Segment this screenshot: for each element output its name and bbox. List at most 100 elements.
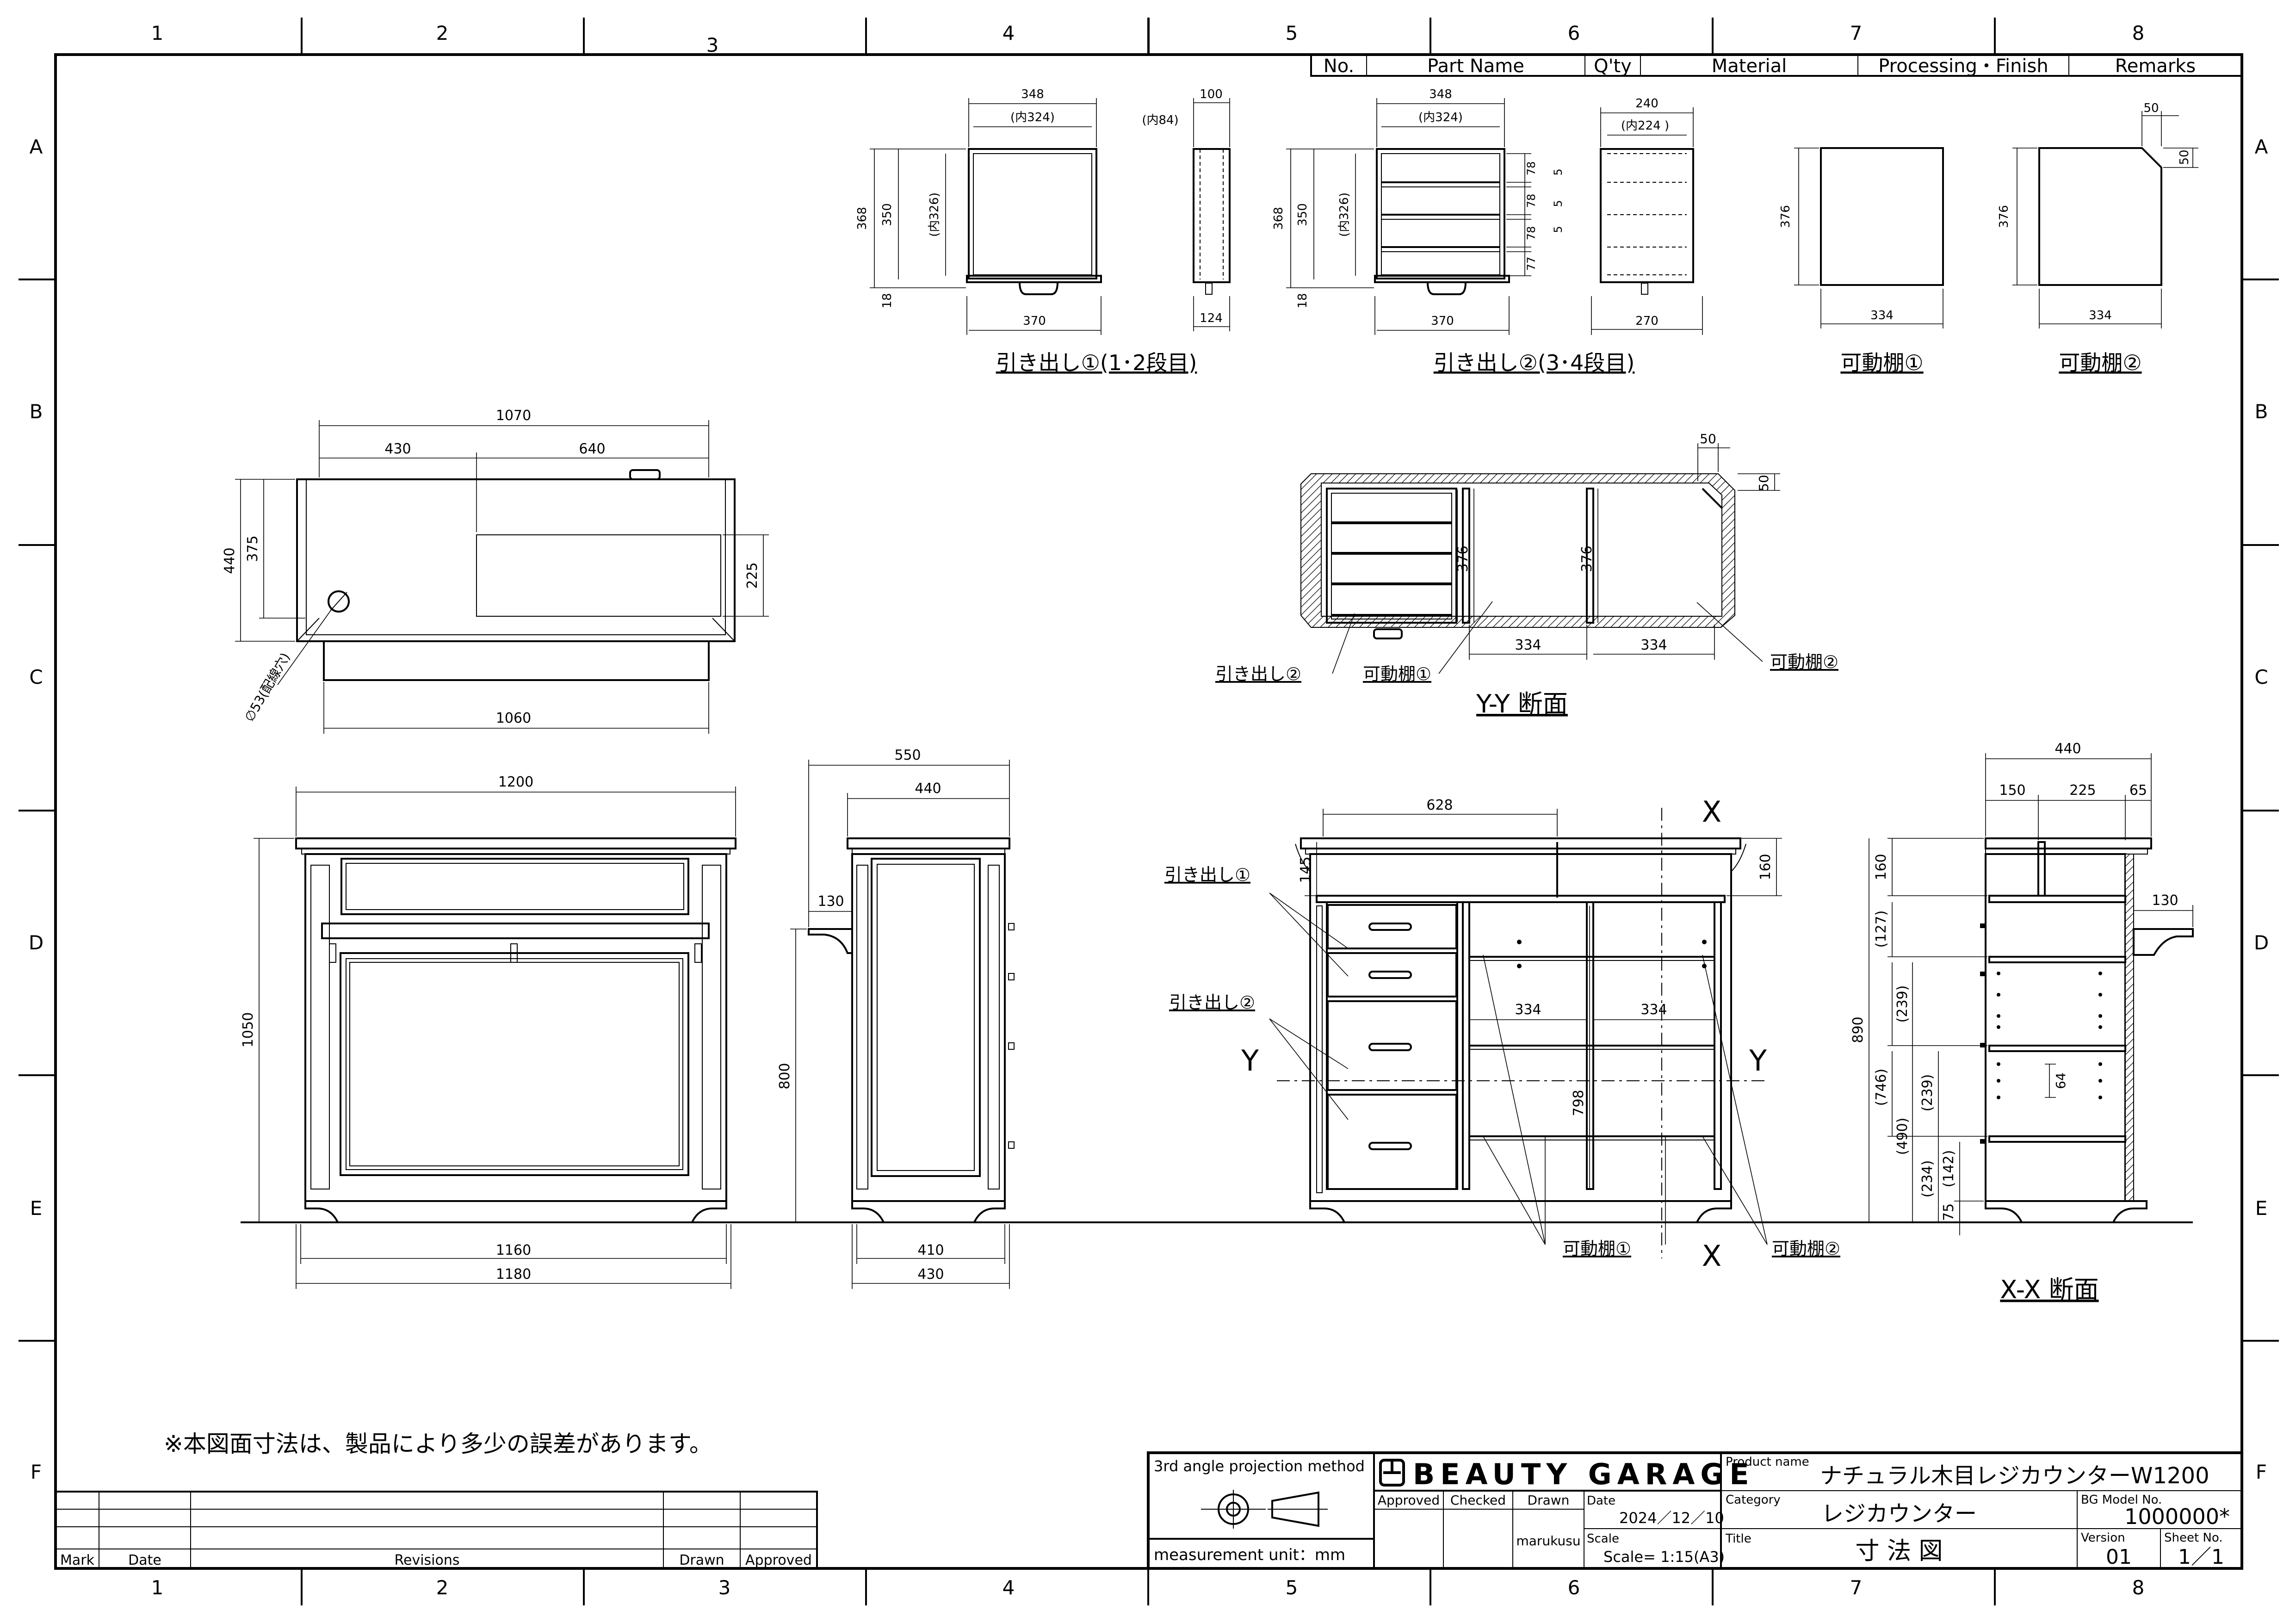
callout-shelf1: 可動棚① [1363,664,1431,684]
checked-label: Checked [1450,1493,1506,1508]
dim-label: 5 [1552,200,1565,207]
col-label: 6 [1568,22,1580,44]
dim-label: 5 [1552,168,1565,175]
row-label: C [2254,666,2268,688]
column-labels-top: 1 2 3 4 5 6 7 8 [151,22,2145,56]
shelf2-title: 可動棚② [2059,350,2141,375]
dim-label: 640 [579,441,605,457]
category-label: Category [1726,1493,1781,1507]
dim-label: (内326) [928,192,941,237]
row-labels: A B C D E F A B C D E F [29,136,2269,1483]
grid-ticks [19,18,2279,1605]
dim-label: 410 [917,1242,944,1258]
col-label: 4 [1003,22,1015,44]
col-label: 3 [718,1576,731,1599]
drawer2-title: 引き出し②(3･4段目) [1434,350,1635,375]
col-label: 5 [1286,1576,1298,1599]
dim-label: 50 [2143,101,2159,115]
sheet-frame [54,18,2243,1570]
rev-header-approved: Approved [745,1552,812,1568]
parts-table: No. Part Name Q'ty Material Processing・F… [1310,54,2243,77]
dim-label: 370 [1023,314,1046,328]
front-view: 1200 1050 1160 1180 [240,774,736,1289]
dim-label: 1070 [496,408,531,424]
projection-crosshair-icon [1201,1490,1266,1529]
shelf1-view: 376 334 可動棚① [1779,147,1944,375]
product-label: Product name [1726,1455,1809,1469]
scale-value: Scale= 1:15(A3) [1603,1548,1725,1566]
row-label: E [30,1197,43,1220]
row-label: F [2256,1461,2267,1483]
drawer2-view: 348 (内324) 368 350 (内326) 18 370 78 78 7… [1272,87,1703,375]
dim-label: 240 [1635,97,1659,111]
dim-label: 78 [1525,194,1538,208]
sheet-value: 1／1 [2178,1545,2224,1569]
callout-shelf2: 可動棚② [1770,652,1838,672]
drawer1-title: 引き出し①(1･2段目) [996,350,1197,375]
side-view: 550 440 130 800 410 430 [777,747,1015,1289]
title-value: 寸 法 図 [1855,1537,1943,1565]
col-label: 2 [436,1576,449,1599]
wiring-hole-label: ∅53(配線穴) [241,650,293,724]
dim-label: 430 [384,441,411,457]
model-label: BG Model No. [2081,1493,2162,1507]
dim-label: 75 [1941,1203,1957,1221]
brand-logo-icon [1379,1459,1405,1487]
dim-label: 270 [1635,314,1659,328]
model-number: 1000000* [2124,1504,2230,1529]
dim-label: 440 [915,781,941,797]
dim-label: 430 [917,1266,944,1282]
parts-header-no: No. [1324,56,1354,77]
dim-label: 1050 [240,1012,256,1047]
col-label: 2 [436,22,449,44]
section-xx: 440 150 225 65 130 160 (127) (239) 890 (… [1850,741,2194,1304]
callout-drawer1: 引き出し① [1164,865,1250,885]
dim-label: 350 [1296,203,1310,226]
dim-label: 350 [880,203,894,226]
row-label: A [30,136,43,158]
column-labels-bottom: 1 2 3 4 5 6 7 8 [151,1576,2145,1599]
dim-label: 334 [1515,1002,1541,1018]
col-label: 8 [2132,1576,2145,1599]
section-marker-y-left: Y [1241,1044,1259,1078]
dim-label: 550 [894,747,921,763]
section-front: 628 145 160 334 334 798 X X Y Y 引き出し① 引き… [1164,795,1840,1273]
rev-header-date: Date [128,1552,161,1568]
dim-label: 376 [1779,205,1793,228]
tolerance-note: ※本図面寸法は、製品により多少の誤差があります。 [164,1431,712,1457]
dim-label: 1200 [498,774,533,790]
parts-header-qty: Q'ty [1594,56,1632,77]
row-label: B [2255,400,2268,423]
dim-label: 334 [2089,309,2112,322]
dim-label: (内84) [1142,113,1178,127]
dim-label: 348 [1429,87,1452,101]
col-label: 7 [1850,22,1863,44]
shelf1-title: 可動棚① [1840,350,1923,375]
parts-header-remarks: Remarks [2115,56,2196,77]
dim-label: 628 [1426,797,1453,813]
dim-label: 334 [1640,637,1667,653]
dim-label: 5 [1552,226,1565,233]
dim-label: 368 [855,207,869,230]
dim-label: 368 [1272,207,1286,230]
revision-table: Mark Date Revisions Drawn Approved [55,1491,818,1569]
dim-label: 1180 [496,1266,531,1282]
dim-label: 65 [2129,782,2147,799]
dim-label: 18 [880,293,894,308]
drawn-label: Drawn [1528,1493,1570,1508]
dim-label: 225 [2069,782,2096,799]
row-label: C [29,666,43,688]
dim-label: 376 [1997,205,2011,228]
dim-label: 130 [817,893,844,910]
section-marker-x-top: X [1702,795,1721,829]
dim-label: 50 [1700,431,1716,446]
row-label: F [31,1461,42,1483]
top-view: 1070 430 640 440 375 225 1060 ∅53(配線穴) [222,408,769,734]
dim-label: (746) [1873,1069,1889,1106]
version-value: 01 [2106,1545,2132,1569]
row-label: A [2255,136,2268,158]
row-label: D [2254,931,2269,954]
section-yy: 376 376 334 334 50 50 引き出し② 可動棚① 可動棚② Y-… [1215,431,1838,719]
parts-header-name: Part Name [1427,56,1524,77]
callout-shelf2: 可動棚② [1772,1239,1840,1259]
